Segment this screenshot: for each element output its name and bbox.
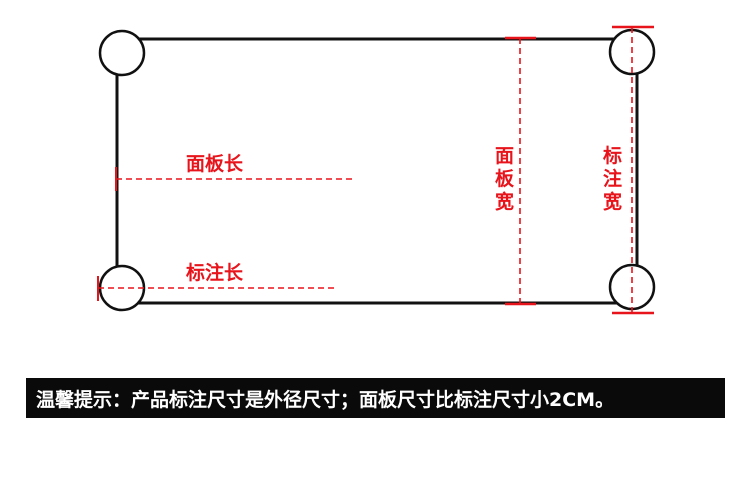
corner-circle-top-left bbox=[98, 29, 146, 77]
marked-width-label-char-2: 注 bbox=[603, 167, 622, 190]
marked-length-label: 标注长 bbox=[186, 261, 244, 284]
marked-width-label-char-3: 宽 bbox=[603, 190, 622, 213]
panel-width-label-char-1: 面 bbox=[495, 145, 514, 167]
notice-text: 温馨提示：产品标注尺寸是外径尺寸；面板尺寸比标注尺寸小2CM。 bbox=[36, 388, 615, 411]
panel-width-label-char-2: 板 bbox=[495, 167, 515, 190]
panel-length-label: 面板长 bbox=[186, 152, 244, 175]
notice-bar: 温馨提示：产品标注尺寸是外径尺寸；面板尺寸比标注尺寸小2CM。 bbox=[26, 378, 725, 418]
panel-dimension-diagram: 面板长 标注长 面 板 宽 标 注 宽 bbox=[97, 25, 656, 315]
panel-width-label-char-3: 宽 bbox=[495, 190, 514, 213]
marked-width-label-char-1: 标 bbox=[603, 145, 622, 167]
